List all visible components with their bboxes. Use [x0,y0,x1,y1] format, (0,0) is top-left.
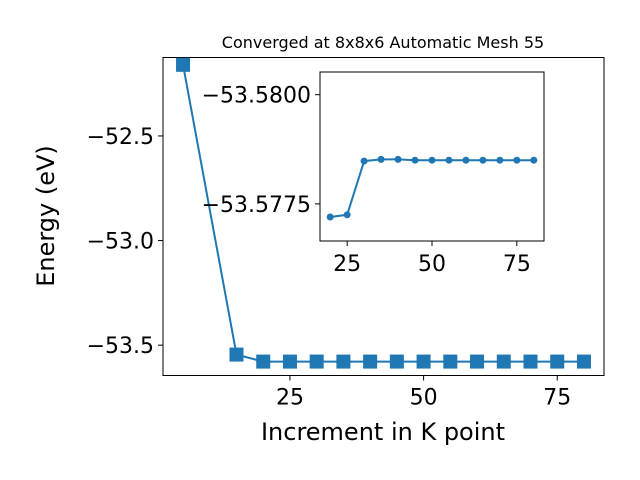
inset-x-tick-label: 75 [503,252,531,277]
main-data-point [282,354,297,369]
inset-data-point [394,155,402,163]
main-axes: 25 50 75 −53.5 −53.0 −52.5 [87,57,605,411]
inset-x-ticks: 25 50 75 [333,241,531,277]
main-x-ticks: 25 50 75 [276,375,571,411]
inset-data-point [343,211,351,219]
inset-data-point [360,157,368,165]
main-data-point [309,354,324,369]
x-axis-label: Increment in K point [261,418,505,446]
inset-data-point [530,156,538,164]
main-x-tick-label: 75 [543,386,571,411]
inset-data-point [513,156,521,164]
main-data-point [229,347,244,362]
inset-background [320,72,544,241]
y-axis-label: Energy (eV) [32,145,60,287]
main-y-ticks: −53.5 −53.0 −52.5 [87,125,163,359]
main-data-point [256,354,271,369]
main-data-point [496,354,511,369]
main-data-point [336,354,351,369]
main-x-tick-label: 50 [410,386,438,411]
main-data-point [443,354,458,369]
main-data-point [176,57,191,72]
main-data-point [523,354,538,369]
main-x-tick-label: 25 [276,386,304,411]
inset-axes: −53.5775 −53.5800 25 50 75 [202,71,545,277]
inset-plot-frame [319,71,545,242]
inset-x-tick-label: 50 [418,252,446,277]
inset-data-point [462,156,470,164]
inset-data-point [428,156,436,164]
inset-x-tick-label: 25 [333,252,361,277]
inset-data-point [411,156,419,164]
inset-data-point [445,156,453,164]
inset-y-tick-label: −53.5775 [202,193,311,218]
main-data-point [389,354,404,369]
main-data-point [363,354,378,369]
main-plot-frame [162,57,605,376]
main-data-point [470,354,485,369]
inset-y-ticks: −53.5775 −53.5800 [202,84,320,218]
main-data-point [550,354,565,369]
inset-data-point [326,213,334,221]
chart-title: Converged at 8x8x6 Automatic Mesh 55 [222,33,544,52]
main-data-point [416,354,431,369]
inset-series [326,155,538,221]
main-y-tick-label: −53.0 [87,230,154,255]
main-data-point [576,354,591,369]
inset-y-tick-label: −53.5800 [202,84,311,109]
inset-data-point [479,156,487,164]
inset-data-point [377,155,385,163]
main-y-tick-label: −53.5 [87,334,154,359]
inset-data-point [496,156,504,164]
main-series [176,57,591,369]
main-y-tick-label: −52.5 [87,125,154,150]
